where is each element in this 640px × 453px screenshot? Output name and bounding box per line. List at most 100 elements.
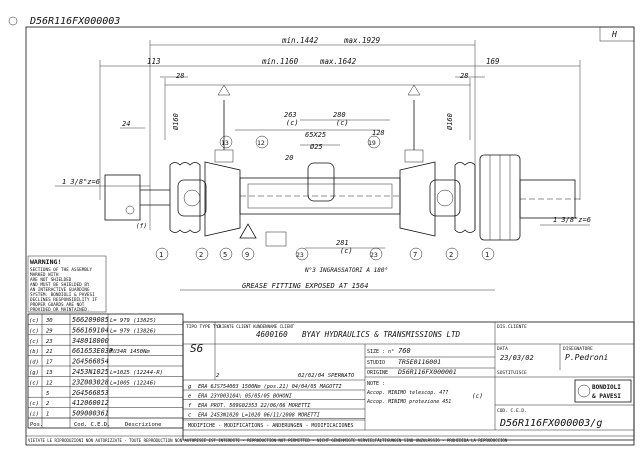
balloon-label: 5 xyxy=(223,251,227,259)
parts-row: (c) 23 348018000 xyxy=(28,337,183,346)
dim-d160a: Ø160 xyxy=(172,113,180,130)
balloon-label: 9 xyxy=(245,251,249,259)
parts-cell-pos: 1 xyxy=(46,412,49,418)
parts-cell-pos: 23 xyxy=(46,339,53,345)
corner-mark: H xyxy=(611,30,617,39)
dim-max1642: max.1642 xyxy=(319,57,357,66)
parts-cell-rev: (c) xyxy=(29,401,39,407)
left-yoke xyxy=(177,179,207,217)
hazard-triangle-icon xyxy=(239,223,257,239)
shaft-left-spec: 1 3/8"z=6 xyxy=(62,178,100,186)
parts-header-pos: Pos. xyxy=(30,422,43,428)
dim-24: 24 xyxy=(122,120,130,128)
dim-28b: 28 xyxy=(460,72,468,80)
parts-cell-pos: 29 xyxy=(46,328,53,334)
warning-line: ARE NOT SHIELDED xyxy=(30,277,72,283)
sostituisce-label: SOSTITUISCE xyxy=(497,370,527,376)
designer-value: P.Pedroni xyxy=(565,353,608,362)
dim-d25: Ø25 xyxy=(310,143,323,151)
left-bellows-guard xyxy=(169,162,201,233)
brand-line-2: & PAVESI xyxy=(592,393,621,400)
dim-max1929: max.1929 xyxy=(343,36,381,45)
warning-line: MARKED WITH xyxy=(30,272,59,278)
warning-line: SECTIONS OF THE ASSEMBLY xyxy=(30,267,92,273)
corner-box xyxy=(599,26,635,42)
tipo-value: S6 xyxy=(190,342,204,355)
note-label: NOTE : xyxy=(367,381,385,387)
grease-fitting-icon xyxy=(265,231,287,247)
left-guard-cone xyxy=(204,161,241,237)
origine-label: ORIGINE xyxy=(367,370,388,376)
balloon-label: 2 xyxy=(449,251,453,259)
dim-min1160: min.1160 xyxy=(261,57,299,66)
part-balloons: 1 2 5 9 12 13 23 23 19 7 2 1 xyxy=(155,135,495,261)
revision-text: ERA 23Y003104\ 05/05/05 BOHONI xyxy=(198,394,292,400)
warning-title: WARNING! xyxy=(30,258,61,266)
title-block: TIPO TYPE TYP S6 CLIENTE CLIENT KUNDENNA… xyxy=(182,321,635,441)
dis-cliente-label: DIS.CLIENTE xyxy=(497,324,527,330)
balloon-label: 23 xyxy=(370,251,378,259)
rev-header-r: 2 xyxy=(216,373,220,379)
tractor-gearbox xyxy=(104,174,141,221)
note-line-2: Accop. MINIMO protezione 451 xyxy=(366,399,451,405)
tube-profile-section xyxy=(307,162,335,202)
bondioli-pavesi-logo xyxy=(574,379,632,403)
dim-65x25: 65X25 xyxy=(305,131,326,139)
balloon-label: 7 xyxy=(413,251,417,259)
right-yoke xyxy=(429,179,461,217)
warning-box: WARNING! SECTIONS OF THE ASSEMBLY MARKED… xyxy=(27,255,107,313)
parts-cell-rev: (c) xyxy=(29,339,39,345)
parts-cell-code: 509000361 xyxy=(72,410,109,418)
size-label: SIZE : n° xyxy=(367,349,394,355)
parts-cell-code: 412060012 xyxy=(72,399,109,407)
parts-cell-code: 348018000 xyxy=(71,337,109,345)
revision-letter: f xyxy=(188,403,192,409)
rev-header-date: 02/02/04 SPERNATO xyxy=(298,373,355,379)
weight-mark: (f) xyxy=(136,223,147,230)
balloon-label: 1 xyxy=(159,251,163,259)
dim-c1: (c) xyxy=(286,119,299,127)
parts-cell-rev: (b) xyxy=(29,349,39,355)
warning-line: PROPER GUARDS ARE NOT xyxy=(30,302,85,308)
client-code: 4600160 xyxy=(256,330,288,339)
parts-cell-pos: 5 xyxy=(46,391,49,397)
parts-cell-pos: 13 xyxy=(46,370,53,376)
revision-text: ERA PROT. 509G02353 22/06/06 MORETTI xyxy=(198,403,310,409)
balloon-label: 1 xyxy=(485,251,489,259)
parts-header-code: Cod. C.E.D. xyxy=(74,422,110,428)
dim-281: 281 xyxy=(336,239,349,247)
dim-min1442: min.1442 xyxy=(281,36,319,45)
grease-fitting-note: GREASE FITTING EXPOSED AT 1564 xyxy=(242,282,368,290)
dimension-lines xyxy=(55,40,590,291)
parts-cell-desc: L= 979 (13825) xyxy=(110,318,156,324)
inner-tube xyxy=(247,183,393,209)
client-label: CLIENTE CLIENT KUNDENNAME CLIENT xyxy=(217,324,295,329)
revision-row: f ERA PROT. 509G02353 22/06/06 MORETTI xyxy=(183,403,365,410)
dim-c2: (c) xyxy=(336,119,349,127)
parts-cell-desc: L=1025 (12244-R) xyxy=(110,370,163,376)
drawing-code-top: D56R116FX000003 xyxy=(29,16,120,27)
drawing-frame xyxy=(25,26,635,446)
balloon-label: 12 xyxy=(257,139,265,147)
revision-text: ERA 6JS754003 1500Nm (pos.21) 04/04/05 M… xyxy=(198,384,342,390)
warning-line: PROVIDED OR MAINTAINED. xyxy=(30,307,90,313)
parts-cell-desc: L= 979 (13826) xyxy=(110,328,156,334)
parts-cell-desc: L=1005 (12246) xyxy=(110,380,156,386)
dim-128: 128 xyxy=(372,129,385,137)
right-bellows-guard xyxy=(454,162,476,233)
parts-cell-code: 566209085 xyxy=(72,316,109,324)
dim-169: 169 xyxy=(486,57,500,66)
dim-28a: 28 xyxy=(176,72,184,80)
